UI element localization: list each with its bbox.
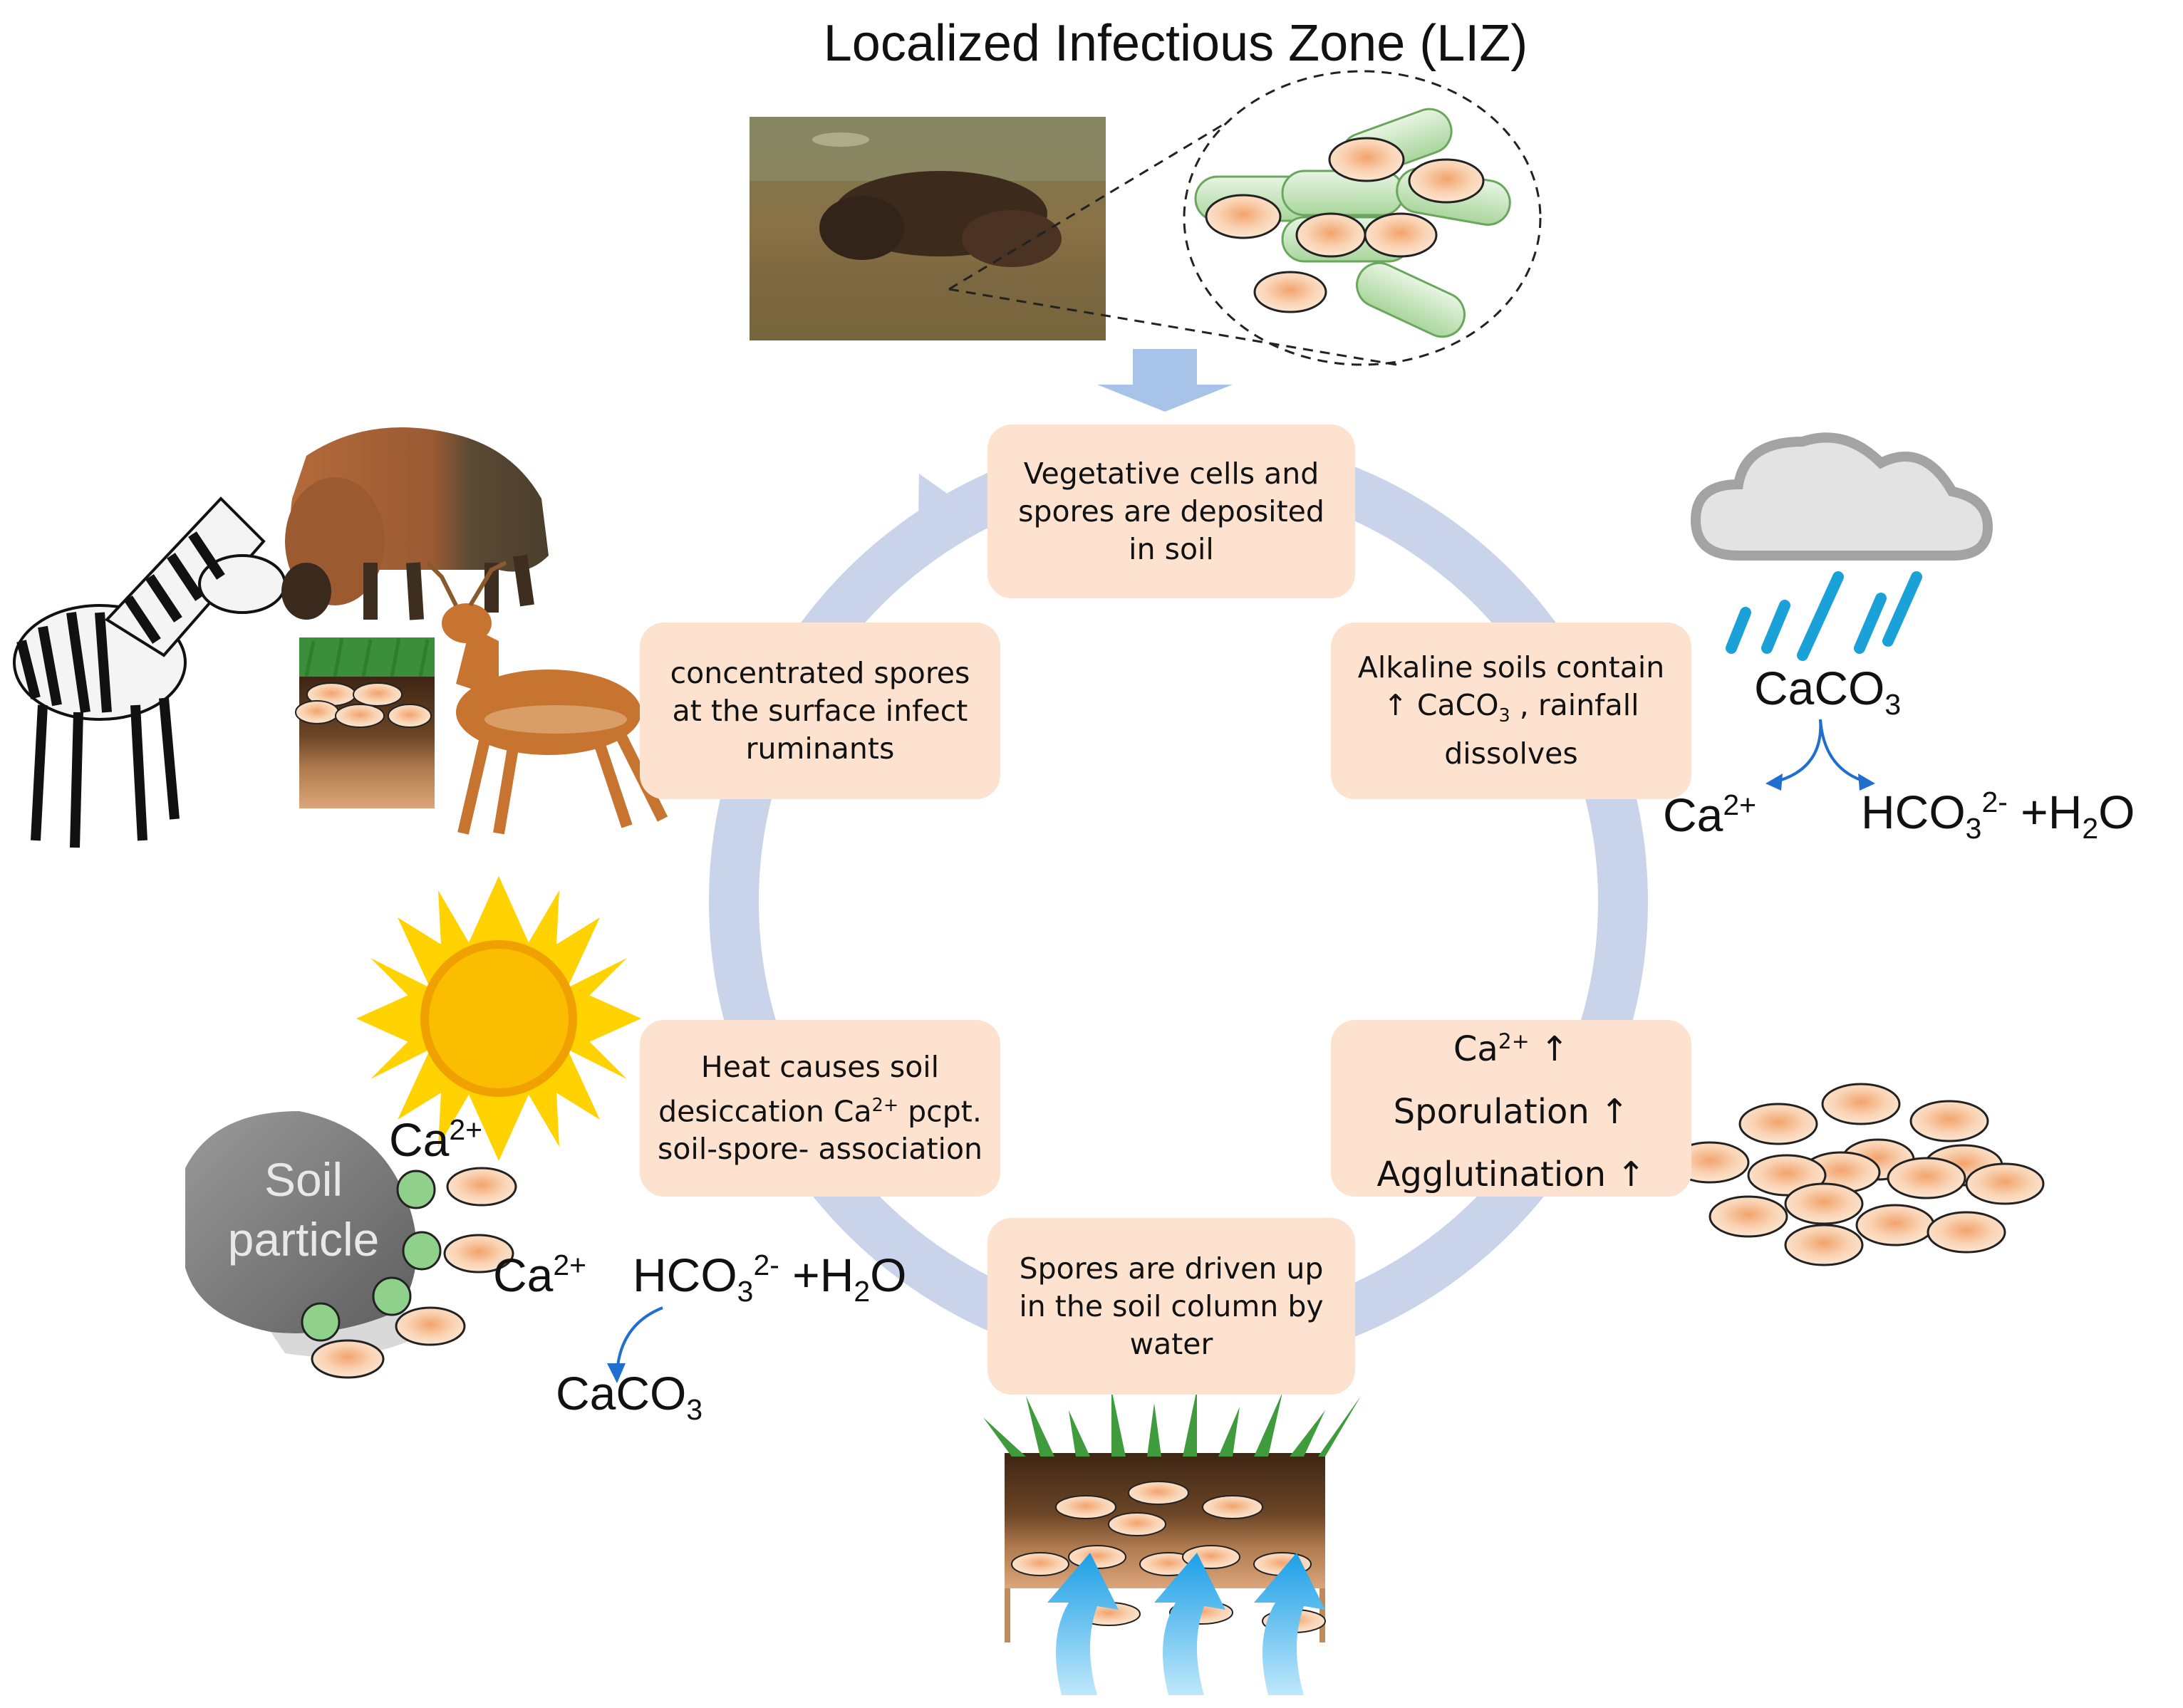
ca-charge: 2+: [1498, 1029, 1530, 1054]
bison-icon: [281, 427, 549, 620]
desiccation-text: desiccation Ca: [658, 1094, 872, 1129]
water-oxygen: O: [2098, 786, 2135, 838]
soil-spores-icon: [311, 1167, 517, 1379]
up-arrow-icon: ↑: [1383, 688, 1408, 723]
bison-photo: [750, 117, 1106, 340]
step-alkaline-line-2: ↑ CaCO3 , rainfall: [1383, 687, 1639, 734]
rain-ca-label: Ca2+: [1663, 788, 1756, 842]
step-desiccation-line-1: Heat causes soil: [700, 1049, 940, 1084]
ca-charge: 2+: [871, 1093, 899, 1115]
rain-cloud-icon: [1690, 432, 1993, 661]
ca-increase-line: Ca2+ ↑: [1453, 1020, 1569, 1080]
step-alkaline-box: Alkaline soils contain ↑ CaCO3 , rainfal…: [1331, 623, 1691, 799]
soil-particle-line-1: Soil: [264, 1153, 343, 1206]
hco3-charge: 2-: [753, 1249, 779, 1281]
step-alkaline-line-3: dissolves: [1444, 736, 1578, 771]
step-alkaline-rainfall: , rainfall: [1510, 688, 1639, 723]
water-subscript: 2: [854, 1275, 871, 1308]
step-desiccation-line-2: desiccation Ca2+ pcpt.: [658, 1086, 982, 1131]
soil-ca-top-label: Ca2+: [389, 1113, 482, 1167]
step-desiccation-box: Heat causes soil desiccation Ca2+ pcpt. …: [640, 1020, 1000, 1197]
precipitation-arrow: [607, 1306, 663, 1383]
step-water-line-2: in the soil column by: [1019, 1288, 1324, 1323]
caco3-text: CaCO: [1754, 662, 1885, 714]
dissolution-arrows: [1765, 719, 1875, 791]
plus-water-text: +H: [2007, 786, 2083, 838]
deer-icon: [425, 561, 668, 835]
step-alkaline-line-1: Alkaline soils contain: [1357, 650, 1665, 685]
rain-caco3-label: CaCO3: [1754, 661, 1901, 722]
caco3-subscript: 3: [1884, 688, 1902, 722]
step-water-box: Spores are driven up in the soil column …: [987, 1218, 1355, 1395]
hco3-charge: 2-: [1981, 786, 2008, 818]
rain-bicarbonate-label: HCO32- +H2O: [1861, 785, 2135, 845]
step-desiccation-line-3: soil-spore- association: [657, 1132, 983, 1167]
step-deposition-line-1: Vegetative cells and: [1023, 456, 1319, 491]
step-deposition-line-2: spores are deposited: [1018, 494, 1324, 528]
sporulation-line: Sporulation ↑: [1393, 1092, 1629, 1132]
ca-text: Ca: [493, 1249, 554, 1301]
up-arrow-icon: ↑: [1529, 1029, 1570, 1069]
soil-caco3-label: CaCO3: [556, 1366, 702, 1427]
ca-charge: 2+: [553, 1249, 587, 1281]
step-deposition-box: Vegetative cells and spores are deposite…: [987, 425, 1355, 598]
step-water-line-3: water: [1129, 1326, 1213, 1361]
cells-magnified-icon: [1194, 108, 1511, 338]
ca-text: Ca: [1663, 788, 1723, 841]
down-arrow-icon: [1097, 349, 1233, 412]
hco3-text: HCO: [633, 1249, 737, 1301]
step-water-line-1: Spores are driven up: [1019, 1251, 1324, 1286]
water-oxygen: O: [870, 1249, 907, 1301]
ca-charge: 2+: [1723, 788, 1757, 821]
spore-cluster-icon: [1670, 1083, 2045, 1266]
step-infection-line-1: concentrated spores: [670, 655, 970, 690]
soil-ca-label: Ca2+: [493, 1248, 586, 1302]
page-title: Localized Infectious Zone (LIZ): [823, 15, 1528, 72]
magnification-lines: [948, 70, 1542, 366]
zebra-icon: [13, 496, 286, 848]
soil-particle-label: Soil particle: [197, 1150, 410, 1269]
caco3-subscript: 3: [686, 1393, 703, 1427]
step-sporulation-box: Ca2+ ↑ Sporulation ↑ Agglutination ↑: [1331, 1020, 1691, 1197]
caco3-subscript: 3: [1498, 704, 1510, 727]
step-infection-box: concentrated spores at the surface infec…: [640, 623, 1000, 799]
soil-grass-icon: [295, 637, 435, 808]
agglutination-line: Agglutination ↑: [1376, 1155, 1646, 1194]
hco3-text: HCO: [1861, 786, 1966, 838]
sun-icon: [356, 876, 641, 1161]
ca-label: Ca: [1453, 1029, 1498, 1069]
ca-charge: 2+: [449, 1113, 483, 1146]
calcium-beads-icon: [301, 1170, 442, 1342]
step-infection-line-3: ruminants: [745, 731, 895, 766]
caco3-text: CaCO: [556, 1367, 687, 1420]
hco3-subscript: 3: [737, 1275, 754, 1308]
step-deposition-line-3: in soil: [1129, 531, 1214, 566]
hco3-subscript: 3: [1965, 812, 1982, 845]
water-arrows-icon: [1047, 1553, 1325, 1695]
ca-text: Ca: [389, 1113, 450, 1166]
pcpt-text: pcpt.: [898, 1094, 982, 1129]
step-infection-line-2: at the surface infect: [672, 693, 968, 728]
soil-bicarbonate-label: HCO32- +H2O: [633, 1248, 906, 1308]
soil-particle-line-2: particle: [227, 1213, 380, 1266]
caco3-formula: CaCO: [1416, 688, 1499, 723]
plus-water-text: +H: [779, 1249, 854, 1301]
water-subscript: 2: [2082, 812, 2099, 845]
